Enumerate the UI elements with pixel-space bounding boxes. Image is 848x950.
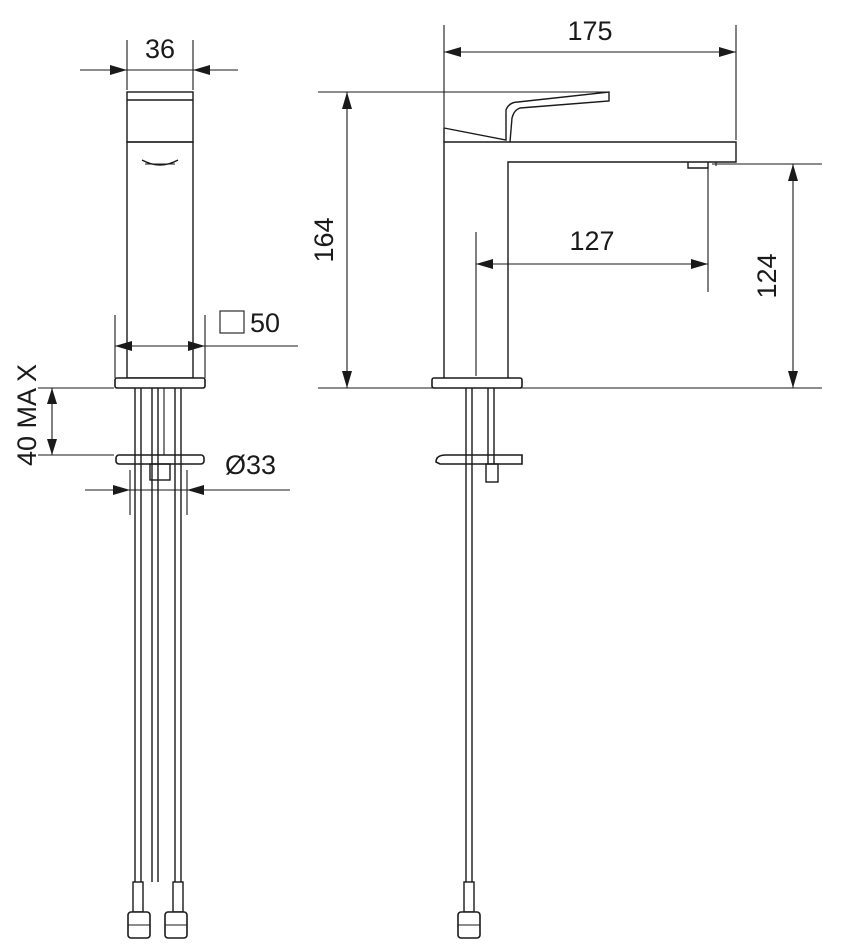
dim-overall-length: 175 [443, 16, 737, 140]
label-width-top: 36 [145, 34, 175, 64]
dim-max-thickness: 40 MA X [12, 364, 114, 466]
base-plate-front [431, 377, 523, 389]
mounting-washer-side [115, 454, 205, 465]
label-spout-height: 124 [752, 253, 782, 298]
nut-front [485, 463, 499, 483]
lever-handle [443, 91, 610, 143]
side-view: 36 50 40 MA X Ø33 [12, 34, 298, 939]
dim-width-top: 36 [80, 34, 238, 90]
hose-fittings-side [127, 881, 188, 939]
aerator-front [687, 162, 709, 169]
aerator [141, 159, 179, 166]
dim-overall-height: 164 [309, 91, 822, 389]
hose-fitting-front [457, 881, 481, 939]
label-max-thickness: 40 MA X [12, 364, 42, 466]
label-overall-height: 164 [309, 217, 339, 262]
base-plate-side [114, 377, 206, 389]
nut-side [149, 463, 171, 481]
dim-spout-reach: 127 [475, 168, 709, 376]
label-hole-diameter: Ø33 [225, 450, 276, 480]
label-square-base: 50 [250, 308, 280, 338]
front-view: 175 164 127 124 [309, 16, 822, 939]
label-overall-length: 175 [567, 16, 612, 46]
dim-hole-diameter: Ø33 [85, 450, 290, 515]
square-symbol-icon [219, 310, 245, 334]
mounting-washer-front [435, 454, 523, 465]
faucet-body-side [126, 141, 194, 379]
dim-square-base: 50 [114, 308, 298, 378]
dim-spout-height: 124 [712, 163, 822, 388]
faucet-body-front [443, 141, 737, 378]
label-spout-reach: 127 [569, 226, 614, 256]
